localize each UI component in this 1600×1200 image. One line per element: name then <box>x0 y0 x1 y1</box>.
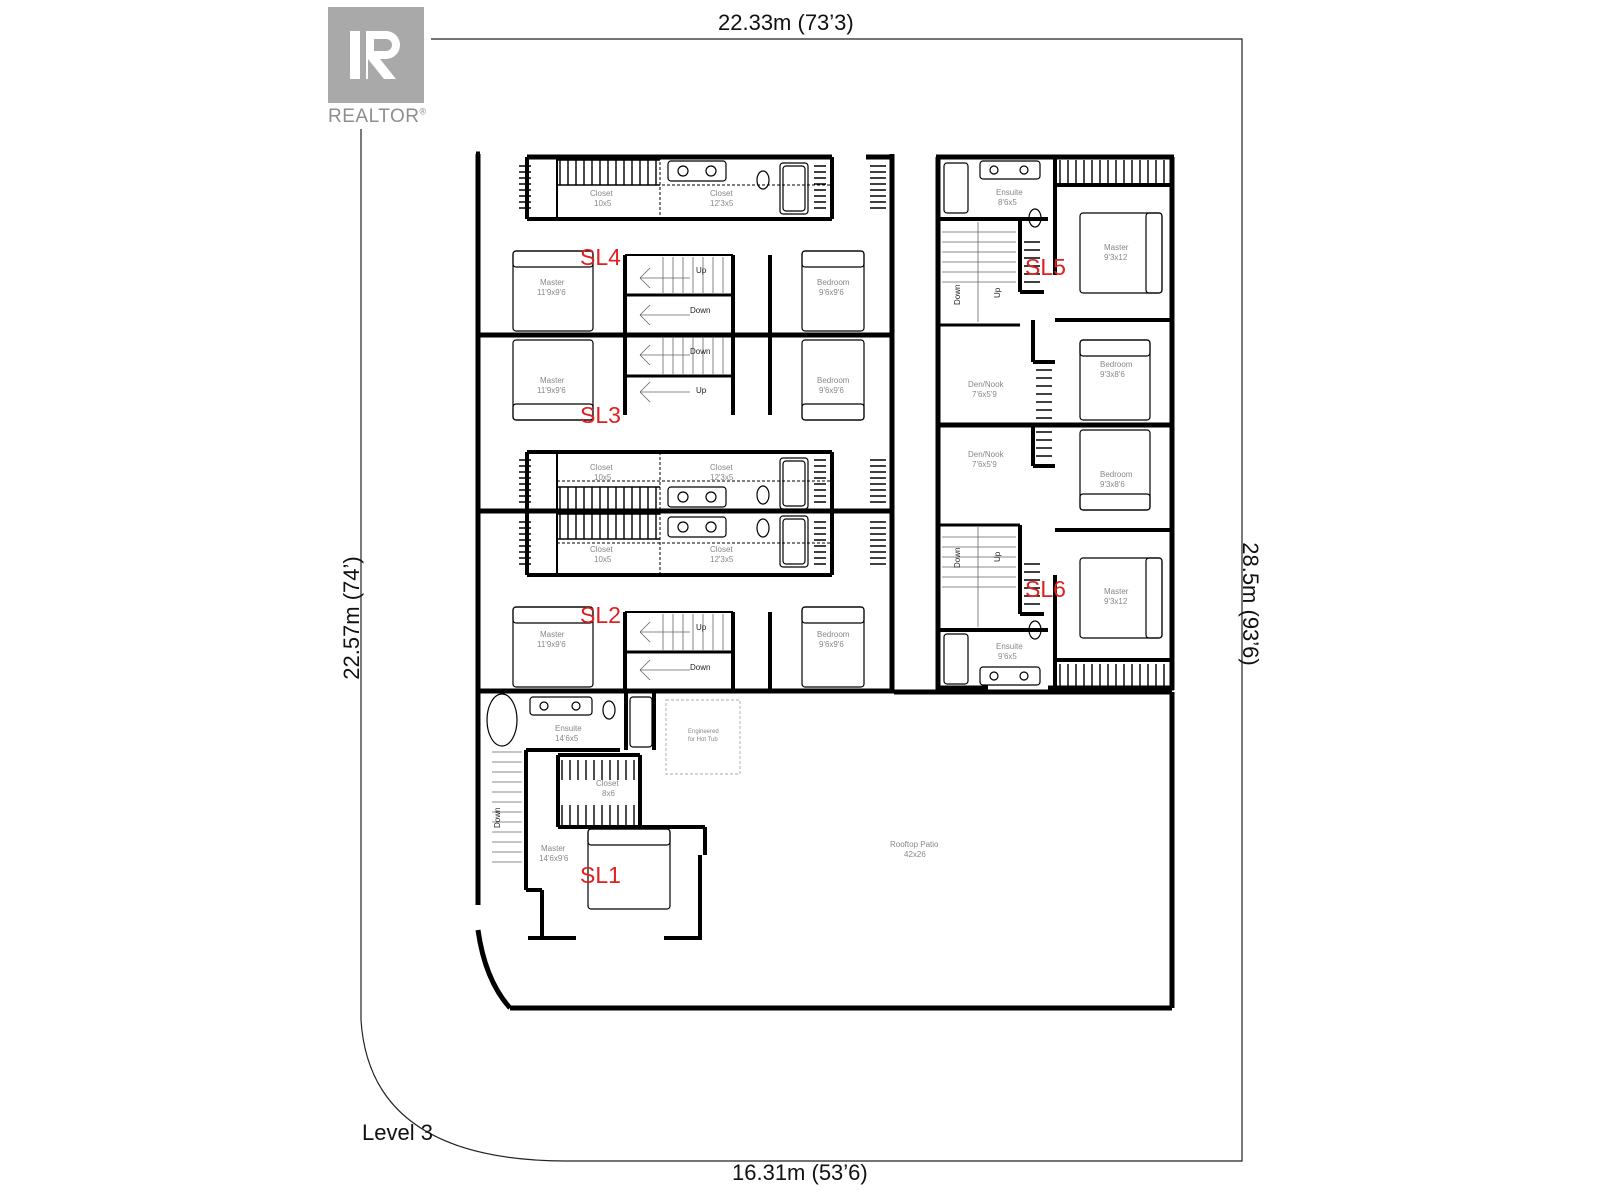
unit-label-sl3: SL3 <box>580 402 621 428</box>
unit-label-sl1: SL1 <box>580 862 621 888</box>
svg-text:9'3x8'6: 9'3x8'6 <box>1100 370 1125 379</box>
svg-text:9'3x12: 9'3x12 <box>1104 253 1128 262</box>
realtor-r-mark-icon <box>328 7 424 103</box>
unit-label-sl6: SL6 <box>1025 576 1066 602</box>
svg-text:Master: Master <box>1104 243 1129 252</box>
svg-text:11'9x9'6: 11'9x9'6 <box>537 640 566 649</box>
svg-text:Down: Down <box>690 306 710 315</box>
svg-text:Bedroom: Bedroom <box>817 278 850 287</box>
realtor-logo: REALTOR® <box>328 7 431 132</box>
svg-text:10x5: 10x5 <box>594 199 612 208</box>
svg-text:14'6x9'6: 14'6x9'6 <box>539 854 569 863</box>
right-stair-treads <box>942 222 1016 627</box>
svg-text:Bedroom: Bedroom <box>1100 360 1133 369</box>
sl1-fixtures <box>486 693 741 910</box>
svg-text:8x6: 8x6 <box>602 789 615 798</box>
svg-text:Closet: Closet <box>596 779 619 788</box>
svg-text:Closet: Closet <box>710 463 733 472</box>
svg-text:Rooftop Patio: Rooftop Patio <box>890 840 939 849</box>
right-wardrobe-hatching <box>1024 160 1165 686</box>
svg-text:Down: Down <box>953 548 962 568</box>
svg-text:Bedroom: Bedroom <box>817 376 850 385</box>
svg-text:Den/Nook: Den/Nook <box>968 380 1005 389</box>
dimension-right: 28.5m (93’6) <box>1238 542 1263 666</box>
svg-text:9'6x5: 9'6x5 <box>998 652 1017 661</box>
stair-labels: Up Down Down Up Up Down Down Up Down Up … <box>493 266 1002 828</box>
left-building-walls <box>475 151 895 694</box>
svg-text:Up: Up <box>696 266 707 275</box>
svg-text:Closet: Closet <box>710 545 733 554</box>
stair-treads <box>639 257 724 681</box>
svg-text:Engineered: Engineered <box>688 729 719 735</box>
svg-text:Master: Master <box>540 376 565 385</box>
svg-text:Den/Nook: Den/Nook <box>968 450 1005 459</box>
svg-text:9'6x9'6: 9'6x9'6 <box>819 288 844 297</box>
bathroom-fixtures <box>512 160 865 688</box>
svg-text:9'3x12: 9'3x12 <box>1104 597 1128 606</box>
svg-text:Bedroom: Bedroom <box>1100 470 1133 479</box>
sl1-walls <box>475 689 1175 1011</box>
svg-text:Up: Up <box>696 386 707 395</box>
wardrobe-hatching <box>519 159 886 565</box>
svg-text:Master: Master <box>1104 587 1129 596</box>
svg-text:Down: Down <box>690 347 710 356</box>
level-label: Level 3 <box>362 1120 433 1145</box>
svg-text:9'3x8'6: 9'3x8'6 <box>1100 480 1125 489</box>
svg-text:Ensuite: Ensuite <box>555 724 582 733</box>
svg-text:12'3x5: 12'3x5 <box>710 555 734 564</box>
svg-text:9'6x9'6: 9'6x9'6 <box>819 386 844 395</box>
svg-text:Down: Down <box>493 808 502 828</box>
unit-label-sl4: SL4 <box>580 244 621 270</box>
svg-text:8'6x5: 8'6x5 <box>998 198 1017 207</box>
svg-text:12'3x5: 12'3x5 <box>710 473 734 482</box>
svg-text:Master: Master <box>540 630 565 639</box>
svg-text:Down: Down <box>690 663 710 672</box>
logo-mark: ® <box>419 106 427 117</box>
svg-text:Master: Master <box>540 278 565 287</box>
svg-text:Up: Up <box>993 551 1002 562</box>
svg-text:Closet: Closet <box>590 463 613 472</box>
svg-text:Up: Up <box>696 623 707 632</box>
svg-text:Closet: Closet <box>710 189 733 198</box>
svg-text:Closet: Closet <box>590 189 613 198</box>
svg-text:for Hot Tub: for Hot Tub <box>688 737 718 743</box>
svg-text:9'6x9'6: 9'6x9'6 <box>819 640 844 649</box>
svg-text:7'6x5'9: 7'6x5'9 <box>972 460 997 469</box>
dimension-top: 22.33m (73’3) <box>718 10 854 35</box>
site-boundary <box>360 38 1243 1162</box>
room-labels: Closet 10x5 Closet 12'3x5 Master 11'9x9'… <box>537 188 1133 863</box>
unit-label-sl2: SL2 <box>580 602 621 628</box>
logo-text: REALTOR <box>328 106 420 127</box>
svg-text:12'3x5: 12'3x5 <box>710 199 734 208</box>
svg-text:Bedroom: Bedroom <box>817 630 850 639</box>
right-building-fixtures <box>943 160 1163 686</box>
svg-text:7'6x5'9: 7'6x5'9 <box>972 390 997 399</box>
svg-text:Down: Down <box>953 285 962 305</box>
right-building-walls <box>935 154 1175 691</box>
svg-text:Master: Master <box>541 844 566 853</box>
svg-text:10x5: 10x5 <box>594 555 612 564</box>
unit-label-sl5: SL5 <box>1025 254 1066 280</box>
svg-text:14'6x5: 14'6x5 <box>555 734 579 743</box>
dimension-left: 22.57m (74’) <box>339 556 364 680</box>
svg-text:Closet: Closet <box>590 545 613 554</box>
svg-text:42x26: 42x26 <box>904 850 926 859</box>
svg-text:11'9x9'6: 11'9x9'6 <box>537 288 566 297</box>
svg-text:Up: Up <box>993 287 1002 298</box>
dimension-bottom: 16.31m (53’6) <box>732 1160 868 1185</box>
svg-text:Ensuite: Ensuite <box>996 188 1023 197</box>
svg-text:10x5: 10x5 <box>594 473 612 482</box>
svg-text:Ensuite: Ensuite <box>996 642 1023 651</box>
svg-text:11'9x9'6: 11'9x9'6 <box>537 386 566 395</box>
